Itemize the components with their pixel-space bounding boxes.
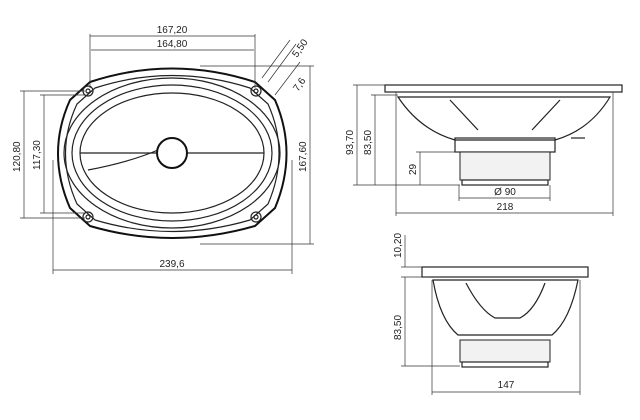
flange: [421, 266, 589, 278]
mount-screw-icon: [250, 85, 262, 97]
side-view-short: 10,20 83,50 147: [393, 233, 589, 395]
dim-inner-width: 164,80: [157, 39, 188, 50]
dim-overall-width: 239,6: [159, 259, 184, 270]
magnet: [459, 151, 551, 181]
dim-overall-height: 167,60: [298, 141, 309, 172]
dim-inner-height: 117,30: [32, 140, 43, 170]
dim-outer-width: 167,20: [157, 25, 188, 36]
flange: [384, 84, 623, 93]
dim-hole-offset: 7,6: [291, 76, 308, 94]
dim-magnet-diameter: Ø 90: [494, 187, 516, 198]
frame-outline: [57, 67, 288, 239]
dim-mount-depth: 83,50: [363, 130, 374, 155]
mount-screw-icon: [82, 211, 94, 223]
dim-magnet-height: 29: [408, 163, 419, 175]
dim-width-long: 218: [497, 202, 514, 213]
dim-width-short: 147: [498, 380, 515, 391]
dim-flange-height: 10,20: [393, 233, 404, 258]
side-view-long: 93,70 83,50 29 Ø 90 218: [345, 84, 623, 216]
dust-cap: [156, 137, 188, 169]
dim-mount-depth-short: 83,50: [393, 315, 404, 340]
front-view: 167,20 164,80 5,50 7,6 120,80 117,30 167…: [12, 25, 314, 274]
dim-hole-diameter: 5,50: [290, 37, 310, 60]
mount-screw-icon: [250, 211, 262, 223]
dim-outer-height: 120,80: [12, 141, 23, 172]
magnet: [459, 339, 551, 363]
dim-total-depth: 93,70: [345, 130, 356, 155]
